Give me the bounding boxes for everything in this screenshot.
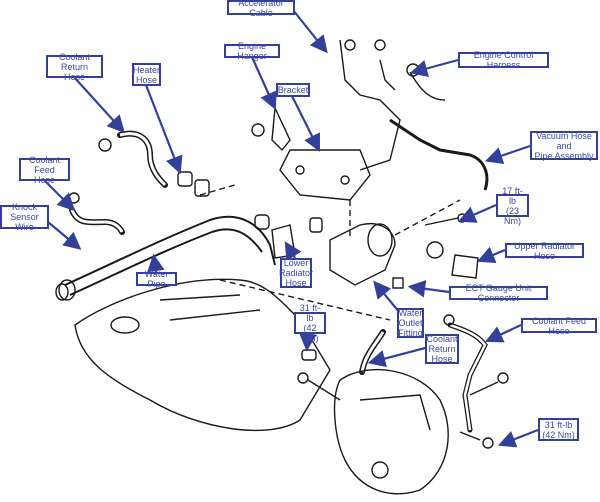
label-upper-radiator-hose: Upper Radiator Hose: [505, 241, 584, 261]
label-engine-hanger: Engine Hanger: [224, 41, 280, 61]
label-vacuum-hose: Vacuum Hose and Pipe Assembly: [530, 131, 598, 161]
label-torque-17: 17 ft-lb (23 Nm): [496, 186, 529, 226]
arrow-engine-control-harness: [409, 58, 459, 78]
label-engine-control-harness: Engine Control Harness: [458, 50, 549, 70]
label-water-pipe: Water Pipe: [136, 269, 177, 289]
arrow-accelerator-cable: [292, 9, 328, 54]
arrow-torque-31-right: [497, 428, 539, 448]
label-lower-radiator-hose: Lower Radiator Hose: [278, 258, 314, 288]
label-coolant-return-hose-right: Coolant Return Hose: [425, 334, 459, 364]
label-coolant-feed-hose-left: Coolant Feed Hose: [19, 155, 70, 185]
arrow-engine-hanger: [250, 56, 277, 111]
arrow-vacuum-hose: [484, 144, 531, 165]
arrow-upper-radiator-hose: [476, 246, 506, 264]
label-torque-31-left: 31 ft-lb (42 Nm): [294, 303, 326, 343]
arrow-water-outlet-fitting: [373, 280, 401, 314]
label-heater-hose: Heater Hose: [132, 63, 161, 86]
arrow-water-pipe: [147, 253, 165, 273]
arrow-coolant-feed-hose-left: [43, 179, 76, 212]
arrow-torque-31-left: [299, 332, 317, 352]
arrow-coolant-return-hose-top: [73, 76, 125, 134]
parts-linework: [55, 39, 509, 495]
label-accelerator-cable: Accelerator Cable: [227, 0, 295, 18]
callout-arrows: [43, 9, 539, 448]
label-knock-sensor-wire: Knock Sensor Wire: [0, 202, 49, 232]
label-torque-31-right: 31 ft-lb (42 Nm): [538, 418, 579, 441]
arrow-knock-sensor-wire: [47, 221, 82, 250]
label-bracket: Bracket: [276, 83, 310, 97]
arrow-heater-hose: [144, 84, 183, 175]
label-ect-gauge-unit-connector: ECT Gauge Unit Connector: [449, 283, 548, 303]
label-coolant-feed-hose-right: Coolant Feed Hose: [521, 316, 597, 336]
arrow-ect-connector: [407, 280, 450, 298]
arrow-coolant-return-hose-right: [367, 346, 426, 368]
arrow-bracket: [291, 95, 320, 152]
label-water-outlet-fitting: Water Outlet Fitting: [397, 308, 424, 338]
arrow-lower-radiator-hose: [284, 241, 302, 261]
label-coolant-return-hose-top: Coolant Return Hose: [46, 52, 103, 82]
arrow-torque-17: [457, 203, 497, 223]
arrow-coolant-feed-hose-right: [485, 324, 522, 343]
